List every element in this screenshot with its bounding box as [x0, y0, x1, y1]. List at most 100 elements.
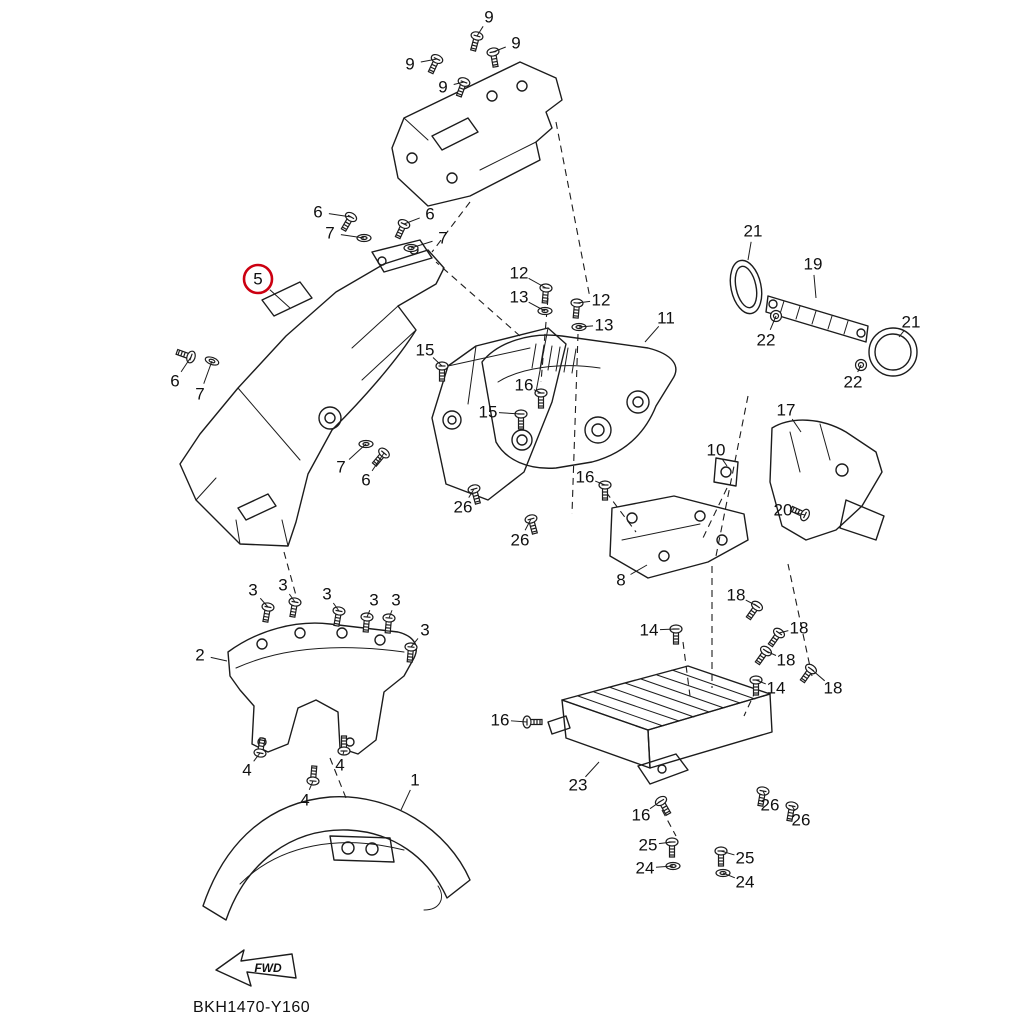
- part-callout-16: 16: [491, 711, 510, 730]
- part-callout-7: 7: [195, 385, 204, 404]
- part-callout-9: 9: [511, 34, 520, 53]
- parts-drawing: [179, 61, 918, 987]
- callout-leader: [308, 780, 314, 791]
- callout-leader: [722, 872, 736, 879]
- part-callout-6: 6: [170, 372, 179, 391]
- part-19-reflector-stay: [765, 295, 869, 343]
- callout-leader: [576, 300, 591, 304]
- callout-leader: [432, 357, 443, 367]
- part-11-tail-cover: [481, 334, 677, 469]
- part-15-stay: [431, 327, 567, 501]
- part-callout-16: 16: [515, 376, 534, 395]
- fwd-label: FWD: [254, 961, 282, 975]
- screw-icon: [369, 445, 392, 469]
- part-callout-6: 6: [425, 205, 434, 224]
- part-17-bracket: [769, 419, 885, 541]
- part-callout-19: 19: [804, 255, 823, 274]
- part-callout-22: 22: [844, 373, 863, 392]
- part-callout-10: 10: [707, 441, 726, 460]
- callout-leader: [769, 315, 777, 331]
- screw-icon: [796, 661, 819, 686]
- screw-icon: [466, 29, 485, 53]
- callout-leader: [420, 58, 438, 63]
- part-callout-23: 23: [569, 776, 588, 795]
- callout-leader: [328, 213, 352, 218]
- callout-leader: [476, 26, 484, 37]
- part-callout-5: 5: [253, 270, 262, 289]
- screw-icon: [514, 409, 528, 430]
- callout-leader: [791, 805, 796, 812]
- part-callout-21: 21: [744, 222, 763, 241]
- screw-icon: [485, 46, 503, 69]
- screw-icon: [665, 837, 679, 858]
- screw-icon: [569, 297, 584, 320]
- part-callout-13: 13: [595, 316, 614, 335]
- part-callout-7: 7: [336, 458, 345, 477]
- callout-leader: [410, 240, 433, 249]
- callout-leader: [453, 81, 465, 85]
- callout-leader: [498, 412, 522, 415]
- part-21-reflector-left: [729, 259, 763, 315]
- part-2-fender-stay: [227, 622, 417, 755]
- part-callout-20: 20: [774, 501, 793, 520]
- fasteners-layer: [174, 29, 868, 878]
- part-callout-12: 12: [592, 291, 611, 310]
- callout-leader: [371, 452, 385, 472]
- part-8-bracket-plate: [609, 495, 749, 579]
- part-callout-3: 3: [369, 591, 378, 610]
- part-callout-14: 14: [640, 621, 659, 640]
- part-callout-2: 2: [195, 646, 204, 665]
- part-callout-3: 3: [391, 591, 400, 610]
- part-callout-21: 21: [902, 313, 921, 332]
- part-23-battery-box: [547, 665, 773, 785]
- callout-leader: [793, 511, 806, 516]
- callout-leader: [585, 761, 600, 778]
- callout-leader: [762, 790, 766, 796]
- part-callout-6: 6: [313, 203, 322, 222]
- callout-leader: [210, 656, 228, 662]
- callout-leader: [778, 630, 789, 634]
- part-callout-18: 18: [790, 619, 809, 638]
- part-callout-26: 26: [454, 498, 473, 517]
- part-callout-1: 1: [410, 771, 419, 790]
- screw-icon: [538, 282, 553, 305]
- callout-leader: [644, 325, 660, 343]
- callout-leader: [630, 564, 648, 575]
- part-callout-26: 26: [761, 796, 780, 815]
- part-callout-4: 4: [300, 791, 309, 810]
- highlight-circle: [242, 263, 274, 295]
- screw-icon: [742, 598, 765, 623]
- part-callout-26: 26: [511, 531, 530, 550]
- callout-leader: [410, 638, 419, 648]
- callout-leader: [468, 488, 475, 498]
- screw-icon: [714, 846, 728, 867]
- callout-leader: [524, 518, 532, 531]
- part-callout-9: 9: [438, 78, 447, 97]
- part-21-reflector-right: [868, 327, 918, 377]
- callout-leader: [388, 610, 393, 619]
- diagram-code: BKH1470-Y160: [193, 999, 310, 1016]
- part-callout-18: 18: [824, 679, 843, 698]
- part-9-top-bracket: [391, 61, 563, 207]
- part-callout-14: 14: [767, 679, 786, 698]
- part-callout-8: 8: [616, 571, 625, 590]
- callout-leader: [755, 679, 766, 685]
- callout-leader: [492, 46, 506, 53]
- callout-leader: [400, 789, 411, 811]
- screw-icon: [391, 217, 412, 241]
- part-callout-7: 7: [438, 229, 447, 248]
- callout-leader: [649, 800, 662, 810]
- callout-leader: [253, 752, 261, 762]
- callout-leader: [203, 360, 213, 384]
- callout-leader: [366, 609, 371, 618]
- callout-leader: [765, 650, 777, 656]
- part-callout-24: 24: [636, 859, 655, 878]
- callout-leader: [791, 418, 802, 433]
- part-callout-26: 26: [792, 811, 811, 830]
- part-1-front-fender: [202, 796, 471, 921]
- part-callout-22: 22: [757, 331, 776, 350]
- part-callout-3: 3: [420, 621, 429, 640]
- part-callout-24: 24: [736, 873, 755, 892]
